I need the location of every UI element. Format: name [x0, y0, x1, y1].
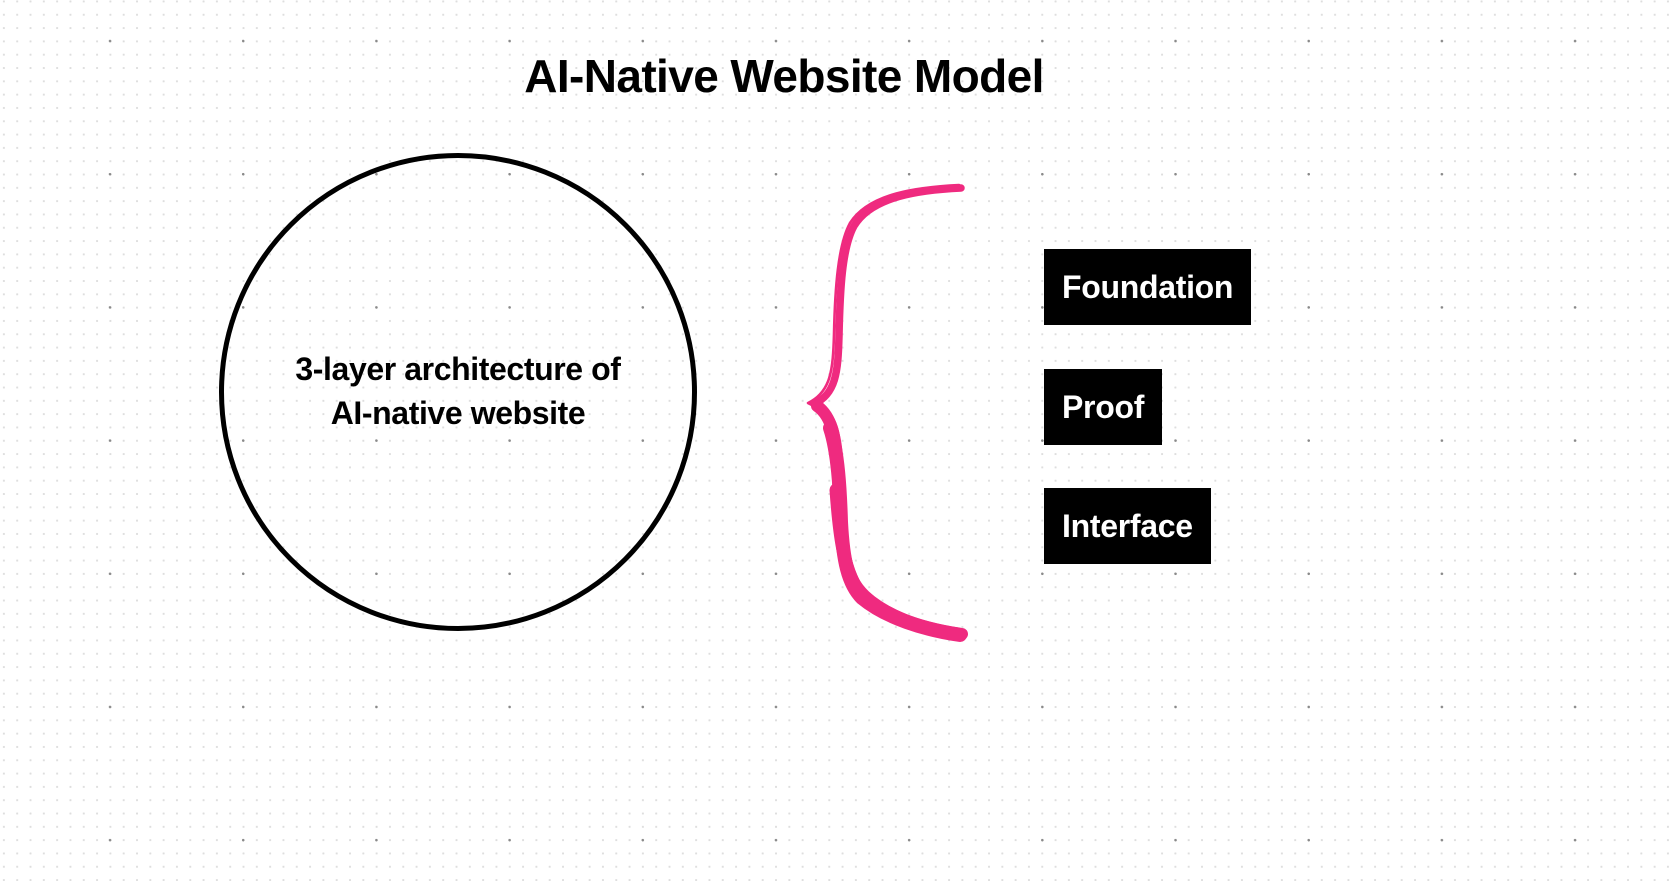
page-title: AI-Native Website Model: [524, 50, 1044, 102]
circle-label: 3-layer architecture of AI-native websit…: [295, 351, 621, 431]
layer-box-interface[interactable]: Interface: [1044, 488, 1211, 564]
architecture-circle: 3-layer architecture of AI-native websit…: [219, 153, 697, 631]
layer-box-foundation[interactable]: Foundation: [1044, 249, 1252, 325]
curly-brace-icon: [806, 183, 968, 642]
layer-label-foundation: Foundation: [1062, 269, 1234, 305]
layer-label-proof: Proof: [1062, 389, 1145, 425]
layer-box-proof[interactable]: Proof: [1044, 369, 1163, 445]
layer-label-interface: Interface: [1062, 508, 1193, 544]
